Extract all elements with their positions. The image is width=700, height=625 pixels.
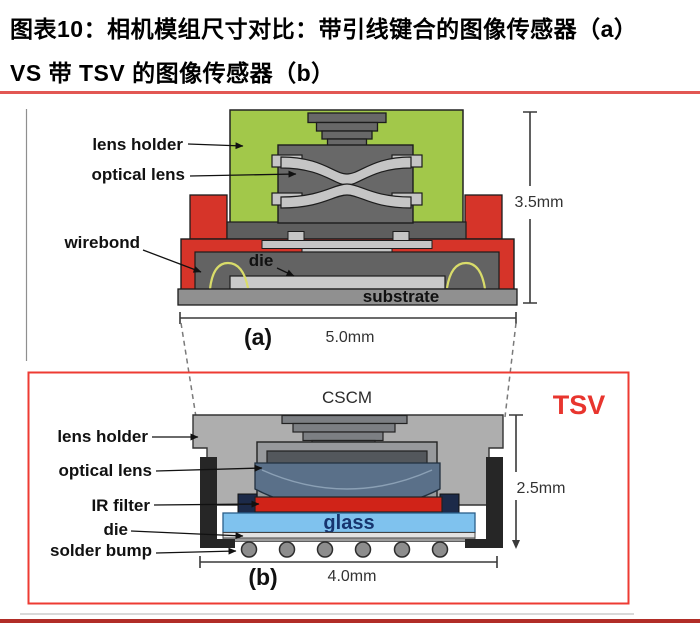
label-die-a: die: [249, 251, 274, 270]
title-underline-rule: [0, 91, 700, 94]
barrel-base-bar: [226, 221, 467, 240]
footer-red-rule: [0, 619, 700, 623]
width-dimension-b: 4.0mm (b): [199, 556, 498, 590]
label-optical-lens-a: optical lens: [91, 165, 185, 184]
arrow-optical-lens-a: [189, 170, 297, 178]
arrow-lens-holder-a: [187, 142, 244, 150]
height-dimension-a: 3.5mm: [515, 111, 564, 304]
arrow-wirebond: [142, 249, 202, 273]
figure-title-line1: 图表10：相机模组尺寸对比：带引线键合的图像传感器（a）: [10, 16, 638, 42]
solder-bumps: [240, 541, 449, 558]
height-dim-text-a: 3.5mm: [515, 194, 564, 211]
ir-filter-bar: [254, 496, 443, 513]
arrow-solder-bump: [155, 547, 237, 555]
red-housing-column-right: [464, 194, 503, 240]
label-lens-holder-a: lens holder: [92, 135, 183, 154]
caption-b: (b): [248, 564, 277, 590]
die-b: [222, 532, 476, 539]
label-ir-filter: IR filter: [91, 496, 150, 515]
footer-hairline: [20, 613, 634, 615]
label-glass: glass: [323, 512, 374, 534]
die-b-underside: [222, 537, 476, 542]
substrate-bar: [177, 288, 518, 306]
label-solder-bump: solder bump: [50, 541, 152, 560]
width-dim-text-b: 4.0mm: [328, 568, 377, 585]
wirebond-wires: [208, 261, 487, 290]
arrow-die-b: [130, 530, 244, 540]
arrow-die-a: [276, 267, 295, 277]
lens-barrel-top-steps-a: [307, 112, 387, 148]
dim-arrowhead-down: [512, 540, 520, 549]
label-optical-lens-b: optical lens: [58, 461, 152, 480]
diagram-b: CSCM TSV glass: [27, 371, 630, 605]
height-dimension-b: 2.5mm: [509, 414, 566, 549]
label-wirebond: wirebond: [63, 233, 140, 252]
heading-cscm: CSCM: [322, 388, 372, 407]
red-housing-column-left: [189, 194, 228, 240]
width-dimension-a: 5.0mm (a): [179, 312, 517, 350]
side-wall-right: [465, 457, 503, 548]
label-substrate: substrate: [363, 287, 440, 306]
label-die-b: die: [103, 520, 128, 539]
side-wall-left: [200, 457, 235, 548]
optical-lens-elements-a: [280, 156, 412, 209]
caption-a: (a): [244, 324, 272, 350]
figure-title-line2: VS 带 TSV 的图像传感器（b）: [10, 60, 335, 86]
arrow-ir-filter: [153, 500, 260, 508]
height-dim-text-b: 2.5mm: [517, 480, 566, 497]
label-lens-holder-b: lens holder: [57, 427, 148, 446]
diagram-a: lens holder optical lens wirebond die su…: [25, 109, 564, 418]
badge-tsv: TSV: [553, 390, 606, 420]
arrow-optical-lens-b: [155, 464, 263, 472]
width-dim-text-a: 5.0mm: [326, 329, 375, 346]
tsv-outline-box: [27, 371, 630, 605]
zoom-projection-dashed-lines: [180, 322, 517, 418]
lens-meniscus-curve: [261, 469, 433, 490]
